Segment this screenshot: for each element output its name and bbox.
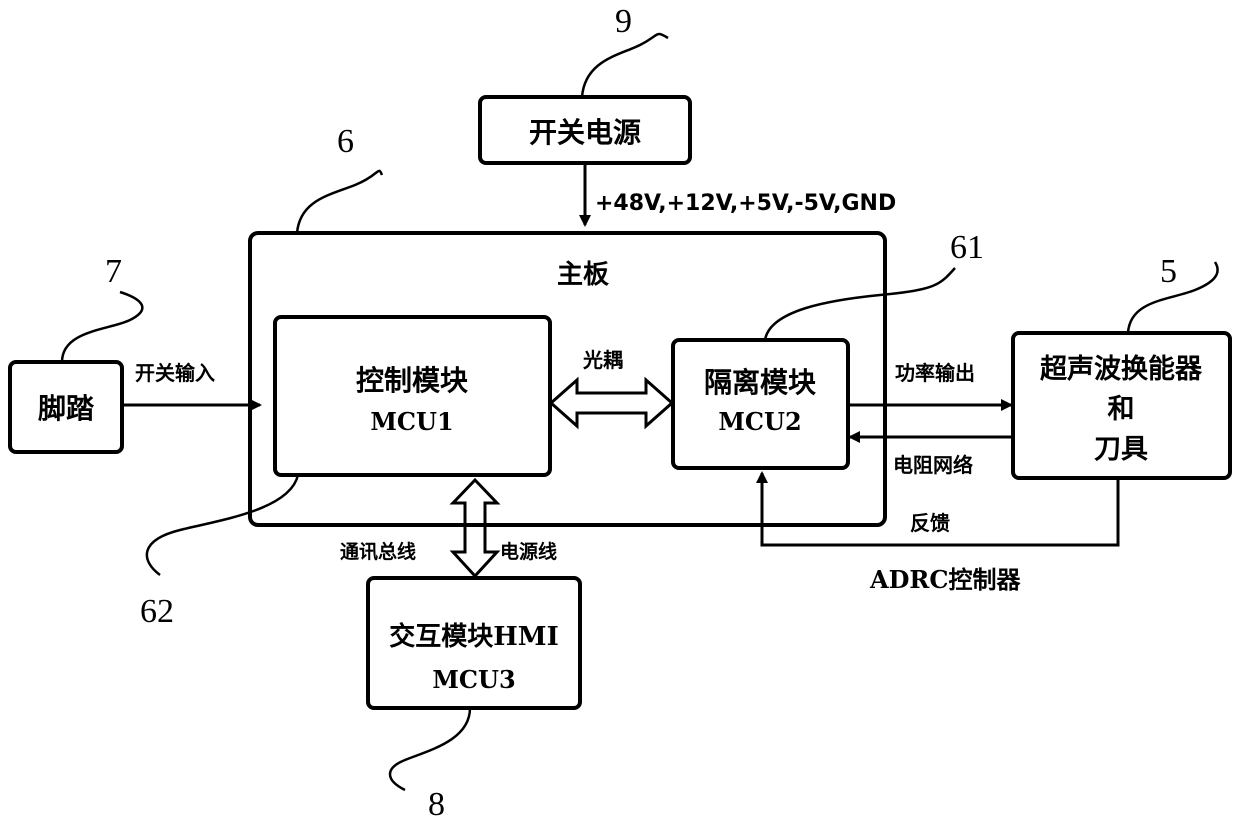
hmi-module-line1: 交互模块HMI — [389, 621, 559, 652]
foot-pedal-label: 脚踏 — [38, 392, 95, 425]
hmi-module-block: 交互模块HMI MCU3 — [368, 578, 580, 708]
transducer-line2: 和 — [1108, 394, 1135, 425]
adrc-label: ADRC控制器 — [869, 565, 1021, 594]
transducer-line3: 刀具 — [1094, 434, 1148, 465]
ref-5: 5 — [1160, 253, 1177, 290]
power-supply-block: 开关电源 — [480, 97, 690, 163]
ref-7-leader — [62, 292, 142, 362]
ref-9: 9 — [615, 3, 632, 40]
control-module-block: 控制模块 MCU1 — [275, 317, 550, 475]
resistor-network-label: 电阻网络 — [893, 453, 973, 477]
feedback-label: 反馈 — [910, 511, 950, 535]
comm-bus-label: 通讯总线 — [340, 540, 416, 563]
power-line-label: 电源线 — [500, 540, 557, 563]
power-supply-label: 开关电源 — [529, 116, 641, 149]
control-module-line1: 控制模块 — [356, 364, 468, 397]
ref-9-leader — [582, 34, 668, 97]
switch-input-label: 开关输入 — [135, 361, 215, 385]
ref-6-leader — [297, 171, 382, 233]
transducer-line1: 超声波换能器 — [1040, 353, 1203, 385]
ref-7: 7 — [105, 253, 122, 290]
ref-8: 8 — [428, 786, 445, 823]
ref-6: 6 — [337, 123, 354, 160]
isolation-module-block: 隔离模块 MCU2 — [673, 340, 848, 468]
voltages-label: +48V,+12V,+5V,-5V,GND — [595, 191, 896, 216]
hmi-module-line2: MCU3 — [432, 665, 515, 694]
ref-61: 61 — [950, 229, 984, 266]
ref-8-leader — [390, 708, 470, 790]
foot-pedal-block: 脚踏 — [10, 362, 122, 452]
mainboard-label: 主板 — [557, 260, 609, 290]
isolation-module-line2: MCU2 — [718, 407, 801, 436]
ref-62: 62 — [140, 593, 174, 630]
isolation-module-line1: 隔离模块 — [704, 366, 816, 399]
control-module-line2: MCU1 — [370, 407, 453, 436]
power-output-label: 功率输出 — [895, 361, 975, 385]
transducer-block: 超声波换能器 和 刀具 — [1013, 333, 1230, 478]
optocoupler-label: 光耦 — [582, 348, 623, 372]
